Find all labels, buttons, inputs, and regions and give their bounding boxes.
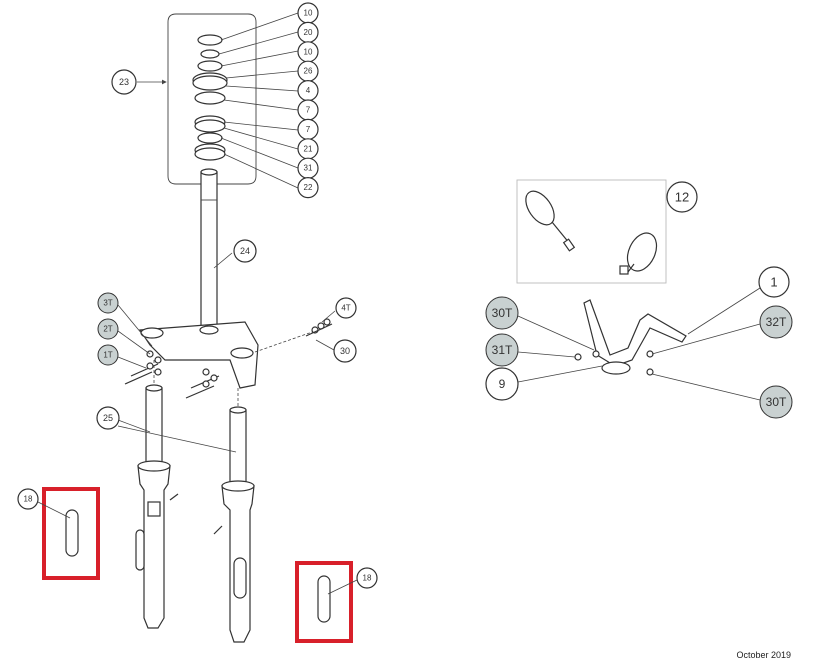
callout-25: 25 [96,406,237,453]
stack-callout-6: 7 [297,118,319,140]
stack-callout-5: 7 [297,99,319,121]
stack-callout-label-7: 21 [304,144,313,153]
svg-text:18: 18 [24,495,33,504]
svg-text:30T: 30T [766,395,787,409]
stack-callout-7: 21 [297,138,319,160]
callout-30: 30 [315,339,357,363]
stack-callout-label-4: 4 [306,86,311,95]
bearing-rings [192,34,228,161]
callout-30T-lower: 30T [651,373,793,419]
callout-1: 1 [687,266,790,335]
svg-text:30: 30 [340,346,350,356]
callout-12: 12 [666,181,698,213]
stack-callout-0: 10 [297,2,319,24]
stack-callout-2: 10 [297,41,319,63]
callout-18-left: 18 [17,488,71,519]
stack-callouts: 10 20 10 26 4 7 7 21 31 22 [297,2,319,199]
stack-callout-label-9: 22 [304,183,313,192]
callout-23: 23 [111,69,167,95]
stack-callout-label-1: 20 [304,28,313,37]
svg-text:12: 12 [675,190,689,205]
callout-2T: 2T [97,318,151,355]
mirror-right [619,232,658,275]
svg-text:18: 18 [363,574,372,583]
callout-30T-upper: 30T [485,296,595,351]
stack-callout-3: 26 [297,60,319,82]
stack-callout-1: 20 [297,21,319,44]
handlebar [574,299,687,376]
stack-callout-label-0: 10 [304,9,313,18]
svg-text:32T: 32T [766,315,787,329]
svg-text:9: 9 [499,377,506,391]
date-stamp: October 2019 [736,650,791,660]
callout-31T: 31T [485,333,576,367]
clamp-bolts-right [185,368,220,399]
stack-callout-label-6: 7 [306,125,311,134]
steering-stem [200,168,218,333]
bearing-stack-group [167,13,257,185]
svg-text:31T: 31T [492,343,513,357]
mirror-left [525,190,576,252]
svg-text:3T: 3T [103,299,112,308]
svg-text:2T: 2T [103,325,112,334]
fork-leg-left [135,384,179,629]
svg-text:1: 1 [770,275,777,290]
triple-clamp [124,321,259,399]
svg-text:30T: 30T [492,306,513,320]
stack-callout-label-2: 10 [304,47,313,56]
highlight-box-right [295,561,353,643]
callout-4T: 4T [321,297,357,323]
stack-callout-8: 31 [297,157,319,179]
callout-9: 9 [485,365,603,401]
stack-callout-4: 4 [297,79,319,102]
svg-text:1T: 1T [103,351,112,360]
pinch-bolt-assembly [254,318,333,353]
svg-text:24: 24 [240,246,250,256]
callout-18-right: 18 [327,567,378,595]
clamp-bolts-left [124,350,162,385]
svg-text:4T: 4T [341,304,350,313]
callout-24: 24 [213,239,257,269]
callout-3T: 3T [97,292,153,347]
highlight-box-left [42,487,100,580]
stack-leader-lines [218,12,299,189]
stack-callout-label-3: 26 [304,67,313,76]
stack-callout-9: 22 [297,177,319,199]
mirrors-group [516,179,667,284]
svg-text:25: 25 [103,413,113,423]
stack-callout-label-5: 7 [306,106,311,115]
fork-leg-right [213,406,255,643]
stack-callout-label-8: 31 [304,164,313,173]
callout-32T: 32T [651,305,793,355]
callout-23-label: 23 [119,77,129,87]
callout-1T: 1T [97,344,147,369]
